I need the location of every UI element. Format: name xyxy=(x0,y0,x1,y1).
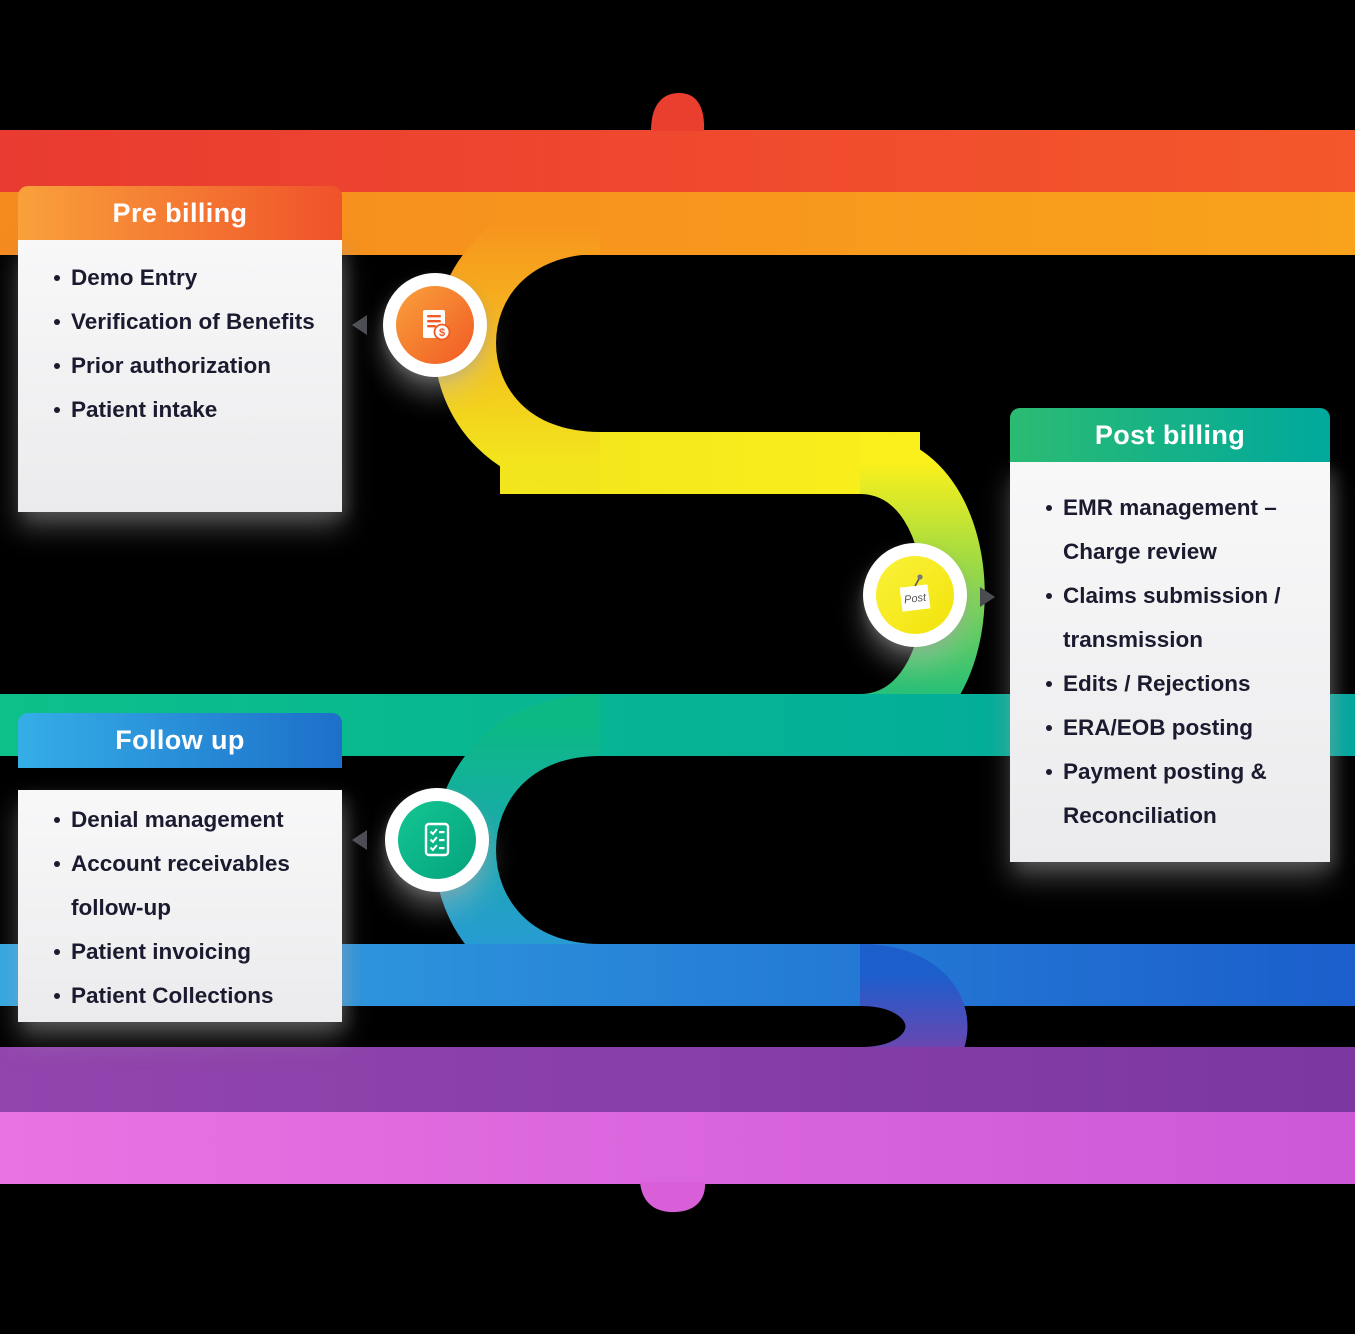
pre-billing-list: Demo Entry Verification of Benefits Prio… xyxy=(18,240,342,432)
list-item: ERA/EOB posting xyxy=(1046,706,1318,750)
list-item: Demo Entry xyxy=(54,256,330,300)
list-item: Verification of Benefits xyxy=(54,300,330,344)
post-billing-list: EMR management – Charge review Claims su… xyxy=(1010,462,1330,838)
post-billing-card: EMR management – Charge review Claims su… xyxy=(1010,462,1330,862)
invoice-icon: $ xyxy=(396,286,474,364)
arrow-left-icon xyxy=(352,830,367,850)
pre-billing-card: Demo Entry Verification of Benefits Prio… xyxy=(18,240,342,512)
post-billing-header: Post billing xyxy=(1010,408,1330,462)
billing-document-node: $ xyxy=(383,273,487,377)
list-item: Edits / Rejections xyxy=(1046,662,1318,706)
follow-up-list: Denial management Account receivables fo… xyxy=(18,790,342,1018)
list-item: Denial management xyxy=(54,798,330,842)
list-item: Account receivables follow-up xyxy=(54,842,330,930)
follow-up-title: Follow up xyxy=(115,725,245,755)
post-billing-title: Post billing xyxy=(1094,419,1246,450)
follow-up-card: Denial management Account receivables fo… xyxy=(18,790,342,1022)
arrow-right-icon xyxy=(980,587,995,607)
post-note-node: Post xyxy=(863,543,967,647)
arrow-left-icon xyxy=(352,315,367,335)
follow-up-header: Follow up xyxy=(18,713,342,768)
list-item: Patient intake xyxy=(54,388,330,432)
post-note-icon: Post xyxy=(876,556,954,634)
pre-billing-header: Pre billing xyxy=(18,186,342,240)
list-item: Prior authorization xyxy=(54,344,330,388)
list-item: Patient invoicing xyxy=(54,930,330,974)
checklist-icon xyxy=(398,801,476,879)
dollar-glyph: $ xyxy=(439,327,445,339)
list-item: Claims submission / transmission xyxy=(1046,574,1318,662)
list-item: Payment posting & Reconciliation xyxy=(1046,750,1318,838)
post-note-label: Post xyxy=(903,592,927,607)
checklist-node xyxy=(385,788,489,892)
pre-billing-title: Pre billing xyxy=(112,197,248,228)
list-item: EMR management – Charge review xyxy=(1046,486,1318,574)
list-item: Patient Collections xyxy=(54,974,330,1018)
